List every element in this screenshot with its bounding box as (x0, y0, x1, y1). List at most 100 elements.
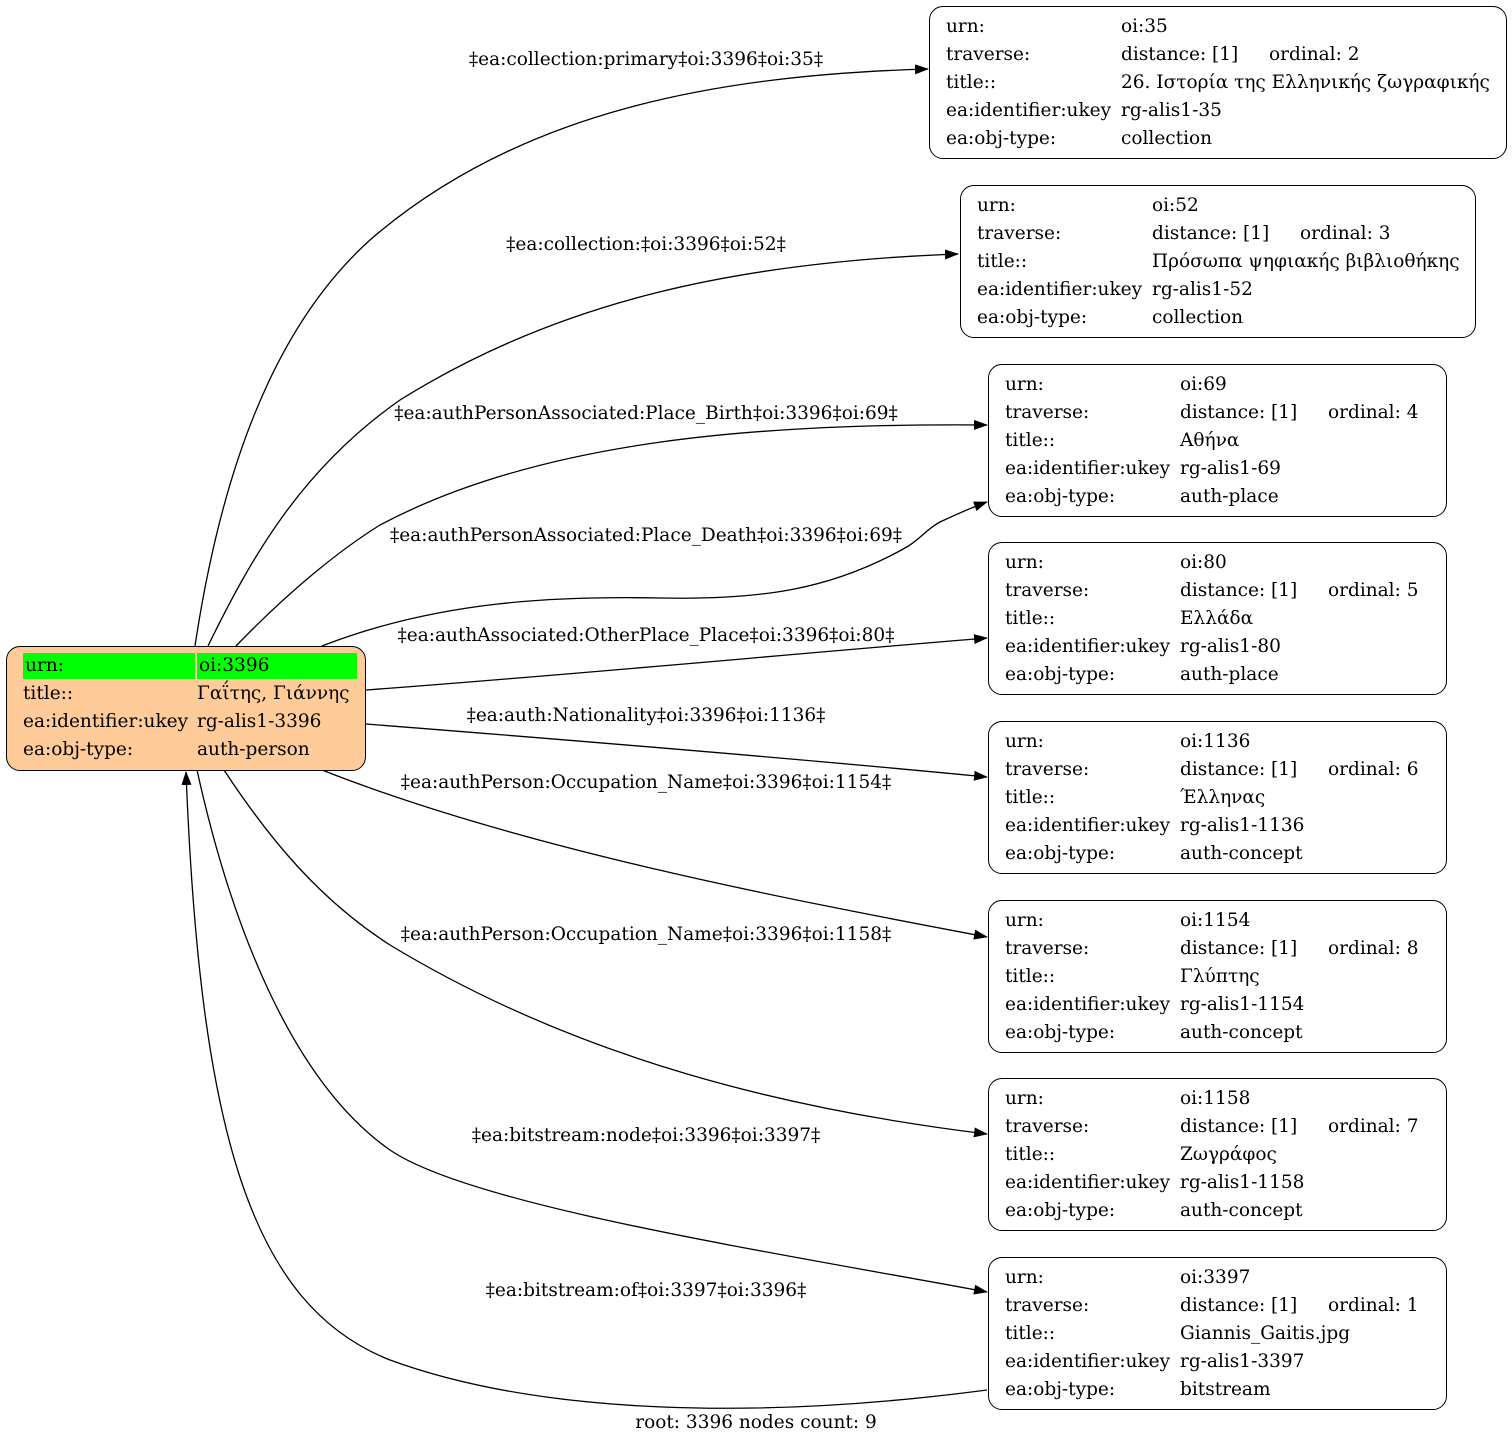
edge-label: ‡ea:auth:Nationality‡oi:3396‡oi:1136‡ (466, 705, 826, 726)
traverse-value: distance: [1] (1180, 759, 1298, 780)
title-key: title:: (1005, 966, 1056, 987)
urn-value: oi:3397 (1180, 1267, 1251, 1288)
urn-key: urn: (1005, 1088, 1044, 1109)
objtype-value: auth-concept (1180, 1022, 1303, 1043)
ukey-key: ea:identifier:ukey (977, 279, 1143, 300)
traverse-value: distance: [1] (1180, 1116, 1298, 1137)
edge-label: ‡ea:bitstream:of‡oi:3397‡oi:3396‡ (485, 1280, 807, 1301)
edge-label: ‡ea:authPersonAssociated:Place_Birth‡oi:… (394, 403, 898, 424)
node-oi-1158[interactable]: urn:oi:1158 traverse:distance: [1]ordina… (988, 1078, 1447, 1231)
ukey-value: rg-alis1-1158 (1180, 1172, 1305, 1193)
title-key: title:: (1005, 1144, 1056, 1165)
objtype-value: auth-concept (1180, 843, 1303, 864)
urn-key: urn: (1005, 552, 1044, 573)
edge-label: ‡ea:authPerson:Occupation_Name‡oi:3396‡o… (400, 772, 892, 793)
edge-nationality (365, 723, 988, 781)
urn-key: urn: (1005, 731, 1044, 752)
ukey-value: rg-alis1-69 (1180, 458, 1281, 479)
traverse-key: traverse: (1005, 580, 1090, 601)
edge-collection (207, 249, 959, 647)
node-oi-1154[interactable]: urn:oi:1154 traverse:distance: [1]ordina… (988, 900, 1447, 1053)
traverse-value: distance: [1] (1180, 938, 1298, 959)
ordinal-value: ordinal: 8 (1328, 938, 1419, 959)
node-oi-35[interactable]: urn:oi:35 traverse:distance: [1]ordinal:… (929, 6, 1507, 159)
objtype-key: ea:obj-type: (1005, 1379, 1116, 1400)
title-value: Έλληνας (1180, 787, 1266, 808)
objtype-value: auth-concept (1180, 1200, 1303, 1221)
ukey-value: rg-alis1-3397 (1180, 1351, 1305, 1372)
edge-other-place (365, 634, 988, 691)
node-oi-80[interactable]: urn:oi:80 traverse:distance: [1]ordinal:… (988, 542, 1447, 695)
node-oi-1136[interactable]: urn: oi:1136 traverse: distance: [1] ordina… (988, 721, 1447, 874)
title-key: title:: (1005, 608, 1056, 629)
urn-value: oi:1154 (1180, 910, 1251, 931)
traverse-key: traverse: (1005, 402, 1090, 423)
traverse-key: traverse: (1005, 759, 1090, 780)
title-key: title:: (1005, 1323, 1056, 1344)
root-ukey-key: ea:identifier:ukey (23, 711, 189, 732)
root-objtype-key: ea:obj-type: (23, 739, 134, 760)
edge-place-death (321, 501, 988, 647)
edge-label: ‡ea:collection:‡oi:3396‡oi:52‡ (506, 234, 786, 255)
urn-value: oi:35 (1121, 16, 1168, 37)
ordinal-value: ordinal: 4 (1328, 402, 1419, 423)
objtype-key: ea:obj-type: (1005, 1022, 1116, 1043)
ukey-value: rg-alis1-1136 (1180, 815, 1305, 836)
objtype-key: ea:obj-type: (1005, 664, 1116, 685)
traverse-value: distance: [1] (1180, 402, 1298, 423)
ordinal-value: ordinal: 2 (1269, 44, 1360, 65)
traverse-key: traverse: (1005, 1116, 1090, 1137)
root-node[interactable]: urn: oi:3396 title:: Γαΐτης, Γιάννης ea:… (6, 646, 366, 771)
ordinal-value: ordinal: 5 (1328, 580, 1419, 601)
root-urn-value: oi:3396 (197, 653, 357, 679)
ukey-value: rg-alis1-1154 (1180, 994, 1305, 1015)
edge-label: ‡ea:bitstream:node‡oi:3396‡oi:3397‡ (471, 1125, 821, 1146)
edge-place-birth (235, 419, 988, 647)
edge-label: ‡ea:authPersonAssociated:Place_Death‡oi:… (389, 525, 903, 546)
title-value: Giannis_Gaitis.jpg (1180, 1323, 1351, 1344)
urn-key: urn: (1005, 1267, 1044, 1288)
node-oi-69[interactable]: urn:oi:69 traverse:distance: [1]ordinal:… (988, 364, 1447, 517)
traverse-value: distance: [1] (1121, 44, 1239, 65)
node-oi-3397[interactable]: urn:oi:3397 traverse:distance: [1]ordina… (988, 1257, 1447, 1410)
ukey-key: ea:identifier:ukey (1005, 815, 1171, 836)
objtype-value: auth-place (1180, 486, 1279, 507)
traverse-key: traverse: (977, 223, 1062, 244)
edge-label: ‡ea:collection:primary‡oi:3396‡oi:35‡ (468, 49, 824, 70)
ukey-key: ea:identifier:ukey (1005, 994, 1171, 1015)
urn-key: urn: (1005, 910, 1044, 931)
root-title-value: Γαΐτης, Γιάννης (197, 683, 350, 704)
node-oi-52[interactable]: urn:oi:52 traverse:distance: [1]ordinal:… (960, 185, 1476, 338)
ordinal-value: ordinal: 7 (1328, 1116, 1419, 1137)
urn-value: oi:1136 (1180, 731, 1251, 752)
title-value: Γλύπτης (1180, 966, 1260, 987)
title-key: title:: (1005, 787, 1056, 808)
root-urn-key: urn: (23, 653, 195, 679)
ukey-key: ea:identifier:ukey (1005, 636, 1171, 657)
edge-occupation-1154 (321, 769, 988, 940)
urn-value: oi:52 (1152, 195, 1199, 216)
title-value: Πρόσωπα ψηφιακής βιβλιοθήκης (1152, 251, 1460, 272)
objtype-value: collection (1152, 307, 1244, 328)
title-key: title:: (1005, 430, 1056, 451)
ordinal-value: ordinal: 1 (1328, 1295, 1419, 1316)
traverse-key: traverse: (946, 44, 1031, 65)
ordinal-value: ordinal: 6 (1328, 759, 1419, 780)
root-objtype-value: auth-person (197, 739, 310, 760)
urn-value: oi:69 (1180, 374, 1227, 395)
edge-collection-primary (194, 64, 929, 647)
title-value: Ζωγράφος (1180, 1144, 1277, 1165)
objtype-key: ea:obj-type: (1005, 486, 1116, 507)
title-key: title:: (946, 72, 997, 93)
traverse-key: traverse: (1005, 1295, 1090, 1316)
objtype-key: ea:obj-type: (946, 128, 1057, 149)
title-value: 26. Ιστορία της Ελληνικής ζωγραφικής (1121, 72, 1490, 93)
title-value: Ελλάδα (1180, 608, 1254, 629)
objtype-value: bitstream (1180, 1379, 1271, 1400)
root-ukey-value: rg-alis1-3396 (197, 711, 322, 732)
urn-key: urn: (977, 195, 1016, 216)
title-key: title:: (977, 251, 1028, 272)
graph-footer: root: 3396 nodes count: 9 (635, 1412, 877, 1433)
root-title-key: title:: (23, 683, 74, 704)
